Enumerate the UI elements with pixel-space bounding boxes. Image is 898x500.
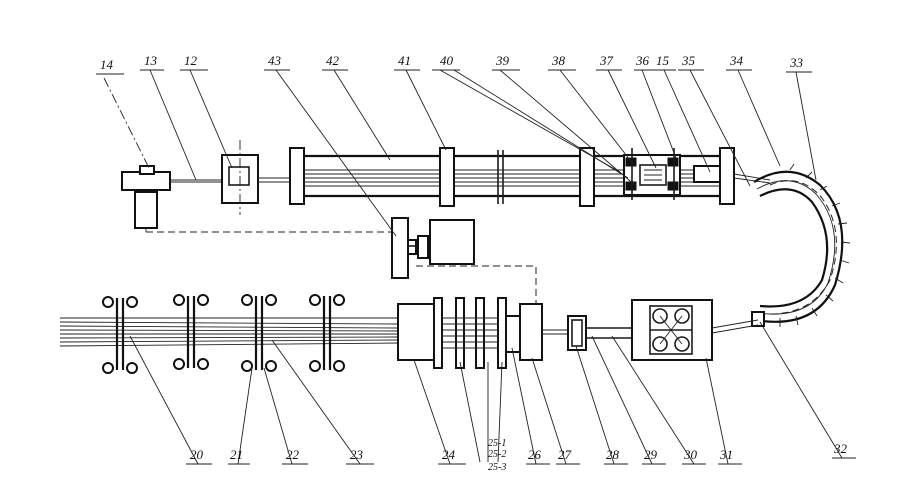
label-30: 30 <box>683 447 698 462</box>
part-28-coupling <box>567 315 587 351</box>
label-24: 24 <box>442 447 456 462</box>
part-25-disc-stack <box>433 297 507 369</box>
part-27-outlet-block <box>519 303 543 361</box>
label-32: 32 <box>833 441 848 456</box>
label-23: 23 <box>350 447 364 462</box>
part-37-38-clamp-assembly <box>623 148 681 200</box>
part-33-u-turn-channel <box>753 170 844 323</box>
label-34: 34 <box>729 53 744 68</box>
label-27: 27 <box>558 447 572 462</box>
label-40: 40 <box>440 53 454 68</box>
part-14-reel-unit <box>121 165 171 229</box>
part-26-collar <box>505 315 521 353</box>
label-39: 39 <box>495 53 510 68</box>
leader-lines <box>96 69 856 465</box>
label-25-1: 25-1 <box>488 438 506 449</box>
label-12: 12 <box>184 53 198 68</box>
label-42: 42 <box>326 53 340 68</box>
part-22-roller-guide <box>241 294 277 372</box>
label-22: 22 <box>286 447 300 462</box>
label-15: 15 <box>656 53 670 68</box>
label-14: 14 <box>100 57 114 72</box>
label-20: 20 <box>190 447 204 462</box>
label-43: 43 <box>268 53 282 68</box>
label-25-3: 25-3 <box>488 462 506 473</box>
label-36: 36 <box>635 53 650 68</box>
label-35: 35 <box>681 53 696 68</box>
label-13: 13 <box>144 53 158 68</box>
part-29-30-shaft <box>586 327 632 339</box>
part-labels: 14 13 12 43 42 41 40 39 38 37 36 15 35 3… <box>100 53 848 473</box>
label-38: 38 <box>551 53 566 68</box>
fiber-bundle <box>59 317 399 347</box>
part-24-inlet-block <box>397 303 435 361</box>
channel-ticks <box>779 163 851 327</box>
label-41: 41 <box>398 53 411 68</box>
part-31-drive-box <box>631 299 713 361</box>
label-21: 21 <box>230 447 243 462</box>
label-29: 29 <box>644 447 658 462</box>
label-31: 31 <box>719 447 733 462</box>
label-25-2: 25-2 <box>488 449 506 460</box>
part-43-motor-drive <box>391 217 475 279</box>
part-20-roller-guide <box>102 296 138 374</box>
part-36-slide <box>693 165 721 183</box>
label-37: 37 <box>599 53 614 68</box>
label-28: 28 <box>606 447 620 462</box>
part-41-support-blocks <box>439 147 595 207</box>
part-21-roller-guide <box>173 294 209 370</box>
label-26: 26 <box>528 447 542 462</box>
label-33: 33 <box>789 55 804 70</box>
part-12-guide-block <box>221 140 259 215</box>
part-32-channel-end <box>751 311 765 327</box>
part-23-roller-guide <box>309 294 345 372</box>
